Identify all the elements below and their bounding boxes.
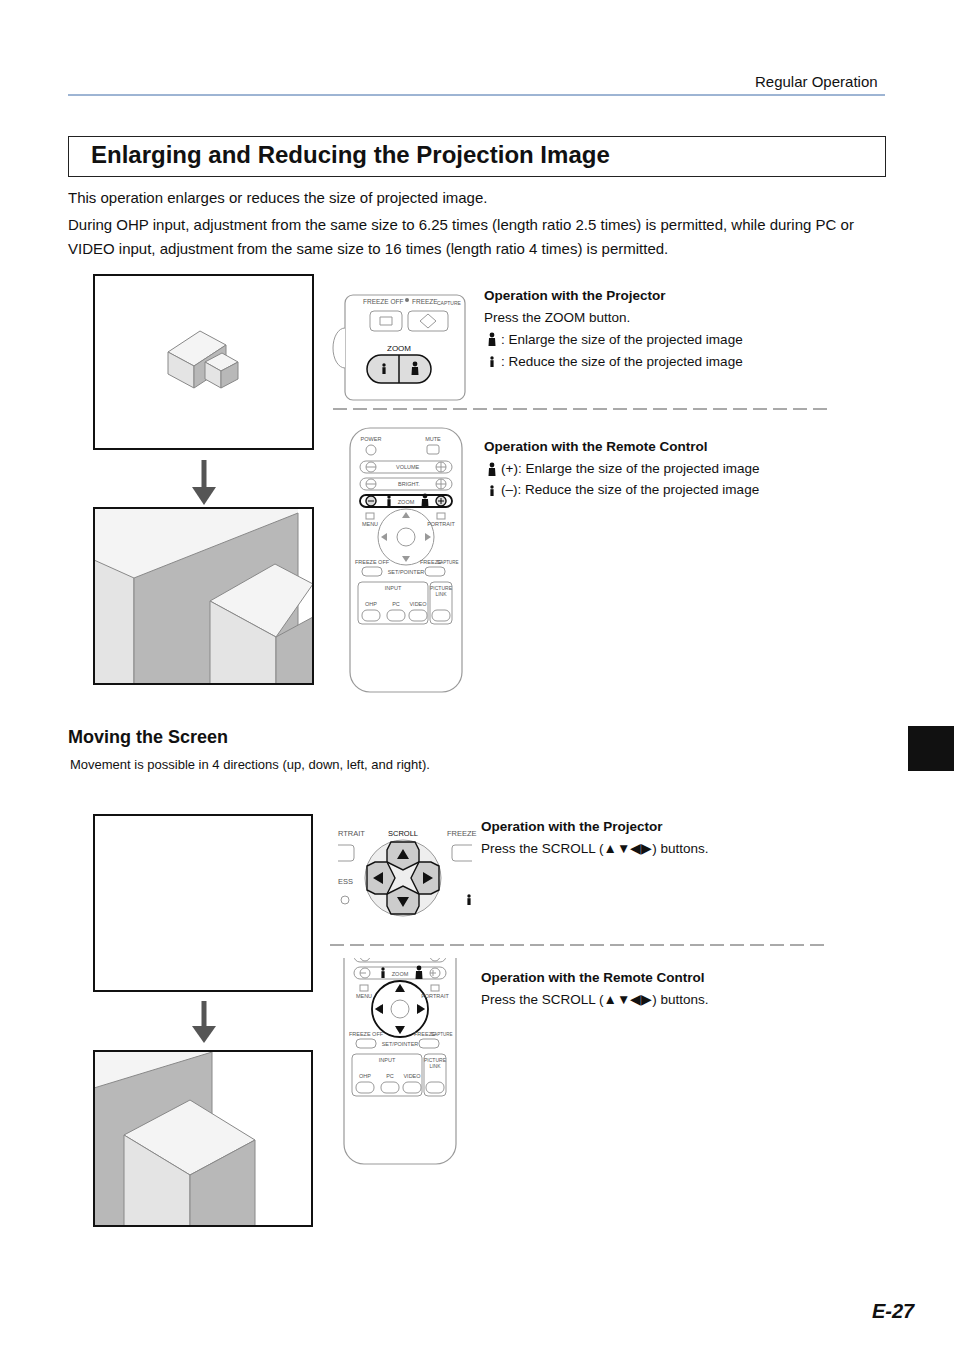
button-label: OHP — [365, 601, 377, 608]
header-rule — [68, 95, 885, 96]
instruction-heading: Operation with the Projector — [484, 288, 666, 304]
down-arrow — [192, 1001, 216, 1043]
dashed-separator — [333, 409, 832, 410]
button-label: ZOOM — [387, 344, 411, 354]
reduce-icon — [490, 356, 493, 367]
page-title: Enlarging and Reducing the Projection Im… — [91, 141, 610, 170]
button-label: FREEZE — [447, 829, 477, 838]
remote-control — [350, 428, 462, 692]
remote-control-partial — [344, 958, 456, 1164]
reduce-icon — [490, 485, 493, 496]
image-before-scroll — [94, 815, 313, 991]
image-after-zoom — [94, 508, 313, 684]
instruction-heading: Operation with the Projector — [481, 819, 663, 835]
enlarge-icon — [489, 463, 496, 476]
button-label: CAPTURE — [437, 300, 461, 306]
button-label: RTRAIT — [338, 829, 365, 838]
instruction-text: Press the ZOOM button. — [484, 310, 630, 326]
page-number: E-27 — [872, 1299, 914, 1323]
instruction-text: : Enlarge the size of the projected imag… — [501, 332, 743, 348]
dashed-separator — [330, 945, 830, 946]
button-label: INPUT — [385, 585, 402, 592]
image-after-scroll — [94, 1051, 312, 1226]
button-label: PC — [386, 1073, 394, 1080]
button-label: ZOOM — [398, 499, 415, 506]
button-label: SCROLL — [388, 829, 418, 838]
image-before-zoom — [94, 275, 313, 449]
projector-zoom-panel — [333, 295, 465, 400]
button-label: FREEZE OFF — [363, 298, 403, 306]
button-label: SET/POINTER — [382, 1041, 419, 1048]
instruction-text: (+): Enlarge the size of the projected i… — [501, 461, 760, 477]
instruction-text: (–): Reduce the size of the projected im… — [501, 482, 759, 498]
body-text: Movement is possible in 4 directions (up… — [70, 757, 430, 773]
running-header: Regular Operation — [755, 73, 878, 91]
button-label: VIDEO — [409, 601, 426, 608]
button-label: FREEZE — [412, 298, 438, 306]
button-label: ZOOM — [392, 971, 409, 978]
enlarge-icon — [489, 333, 496, 346]
button-label: FREEZE OFF — [349, 1031, 383, 1038]
section-heading: Moving the Screen — [68, 727, 228, 749]
button-label: MENU — [356, 993, 372, 1000]
instruction-text: : Reduce the size of the projected image — [501, 354, 743, 370]
button-label: VIDEO — [403, 1073, 420, 1080]
button-label: OHP — [359, 1073, 371, 1080]
button-label: MENU — [362, 521, 378, 528]
down-arrow — [192, 460, 216, 505]
button-label: ESS — [338, 877, 353, 886]
instruction-text: Press the SCROLL (▲▼◀▶) buttons. — [481, 992, 709, 1008]
button-label: MUTE — [425, 436, 441, 443]
body-text: During OHP input, adjustment from the sa… — [68, 213, 890, 261]
button-label: INPUT — [379, 1057, 396, 1064]
button-label: PORTRAIT — [427, 521, 455, 528]
instruction-heading: Operation with the Remote Control — [484, 439, 708, 455]
button-label: POWER — [361, 436, 382, 443]
instruction-text: Press the SCROLL (▲▼◀▶) buttons. — [481, 841, 709, 857]
button-label: PORTRAIT — [421, 993, 449, 1000]
button-label: CAPTURE — [437, 560, 459, 565]
button-label: FREEZE OFF — [355, 559, 389, 566]
body-text: This operation enlarges or reduces the s… — [68, 189, 487, 207]
chapter-tab — [908, 726, 954, 771]
button-label: VOLUME — [396, 464, 419, 471]
button-label: CAPTURE — [431, 1032, 453, 1037]
title-box — [69, 137, 886, 177]
button-label: PICTURE LINK — [430, 585, 452, 597]
projector-scroll-panel — [338, 825, 472, 932]
button-label: SET/POINTER — [388, 569, 425, 576]
instruction-heading: Operation with the Remote Control — [481, 970, 705, 986]
button-label: PC — [392, 601, 400, 608]
button-label: BRIGHT. — [398, 481, 420, 488]
button-label: PICTURE LINK — [424, 1057, 446, 1069]
